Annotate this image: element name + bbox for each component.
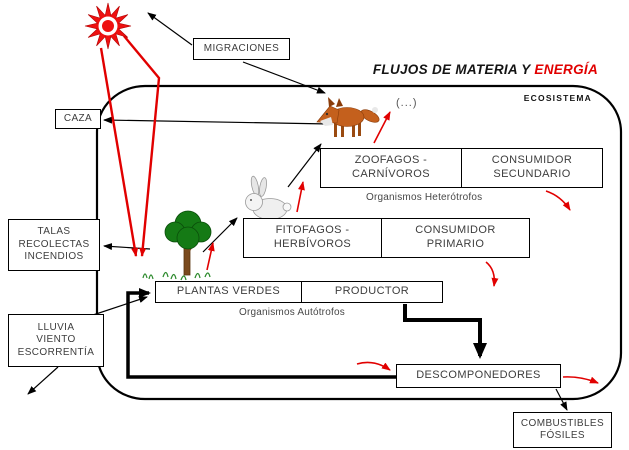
box-consumidor-secundario-line: CONSUMIDOR — [491, 154, 573, 167]
box-fitofagos-herbivoros: FITOFAGOS - HERBÍVOROS — [243, 218, 382, 258]
box-talas-line: INCENDIOS — [24, 251, 84, 263]
box-consumidor-secundario: CONSUMIDOR SECUNDARIO — [461, 148, 603, 188]
arrow-energy-secondary-consumer — [545, 190, 571, 211]
box-combustibles-fosiles: COMBUSTIBLES FÓSILES — [513, 412, 612, 448]
box-lluvia-line: LLUVIA — [37, 321, 75, 333]
box-descomponedores: DESCOMPONEDORES — [396, 364, 561, 388]
box-combustibles-line: FÓSILES — [539, 430, 586, 441]
arrow-migrations-to-fox — [242, 61, 326, 94]
box-talas-recolectas-incendios: TALAS RECOLECTAS INCENDIOS — [8, 219, 100, 271]
box-lluvia-line: VIENTO — [36, 334, 76, 346]
box-productor: PRODUCTOR — [301, 281, 443, 303]
arrow-sun-energy-right — [123, 35, 161, 257]
box-talas-line: TALAS — [37, 226, 71, 238]
box-zoofagos-carnivoros: ZOOFAGOS - CARNÍVOROS — [320, 148, 462, 188]
arrow-energy-decomposers-out — [562, 376, 599, 384]
title-matter: FLUJOS DE MATERIA Y — [372, 62, 535, 77]
arrow-energy-decomposers-in — [356, 361, 391, 371]
box-consumidor-primario: CONSUMIDOR PRIMARIO — [381, 218, 530, 258]
arrow-rabbit-to-fox — [287, 143, 322, 188]
box-migraciones-label: MIGRACIONES — [203, 42, 280, 54]
arrow-energy-fox — [373, 111, 391, 144]
arrow-decomposers-to-plants — [126, 288, 397, 379]
arrow-sun-energy-left — [99, 47, 139, 257]
box-zoofagos-line: ZOOFAGOS - — [354, 154, 428, 167]
box-fitofagos-line: FITOFAGOS - — [275, 224, 350, 237]
heterotrophs-label: Organismos Heterótrofos — [366, 192, 483, 203]
box-consumidor-primario-line: PRIMARIO — [426, 238, 485, 250]
box-lluvia-line: ESCORRENTÍA — [17, 346, 95, 358]
box-talas-line: RECOLECTAS — [18, 238, 90, 250]
ecosystem-label: ECOSISTEMA — [523, 93, 592, 103]
arrow-producers-to-decomposers — [403, 304, 487, 359]
box-consumidor-secundario-line: SECUNDARIO — [493, 168, 571, 180]
arrow-energy-primary-consumer — [485, 261, 499, 287]
tree-image — [162, 210, 212, 281]
box-plantas-verdes: PLANTAS VERDES — [155, 281, 302, 303]
food-chain-ellipsis: (...) — [396, 97, 418, 109]
box-consumidor-primario-line: CONSUMIDOR — [415, 224, 496, 237]
page-title: FLUJOS DE MATERIA Y ENERGÍA — [348, 62, 598, 77]
box-lluvia-viento-escorrentia: LLUVIA VIENTO ESCORRENTÍA — [8, 314, 104, 367]
box-fitofagos-line: HERBÍVOROS — [273, 238, 352, 250]
sun-icon — [84, 2, 132, 50]
arrow-decomposers-to-fossil-fuels — [555, 388, 568, 411]
box-caza-label: CAZA — [63, 112, 93, 124]
autotrophs-label: Organismos Autótrofos — [239, 307, 345, 318]
title-energy: ENERGÍA — [534, 62, 598, 77]
arrow-fox-to-caza — [103, 116, 331, 125]
arrow-migrations-out — [147, 12, 193, 46]
arrow-energy-rabbit — [296, 181, 305, 213]
rabbit-image — [245, 175, 292, 220]
box-productor-label: PRODUCTOR — [334, 285, 410, 298]
box-descomponedores-label: DESCOMPONEDORES — [416, 369, 541, 382]
grass-icon — [142, 273, 154, 280]
box-caza: CAZA — [55, 109, 101, 129]
fox-image — [316, 97, 380, 137]
arrow-runoff-out — [27, 366, 59, 395]
box-plantas-verdes-label: PLANTAS VERDES — [176, 285, 281, 298]
box-migraciones: MIGRACIONES — [193, 38, 290, 60]
arrow-lluvia-in — [89, 296, 148, 317]
arrow-energy-tree — [206, 242, 215, 271]
box-combustibles-line: COMBUSTIBLES — [520, 417, 605, 429]
box-zoofagos-line: CARNÍVOROS — [352, 168, 430, 180]
